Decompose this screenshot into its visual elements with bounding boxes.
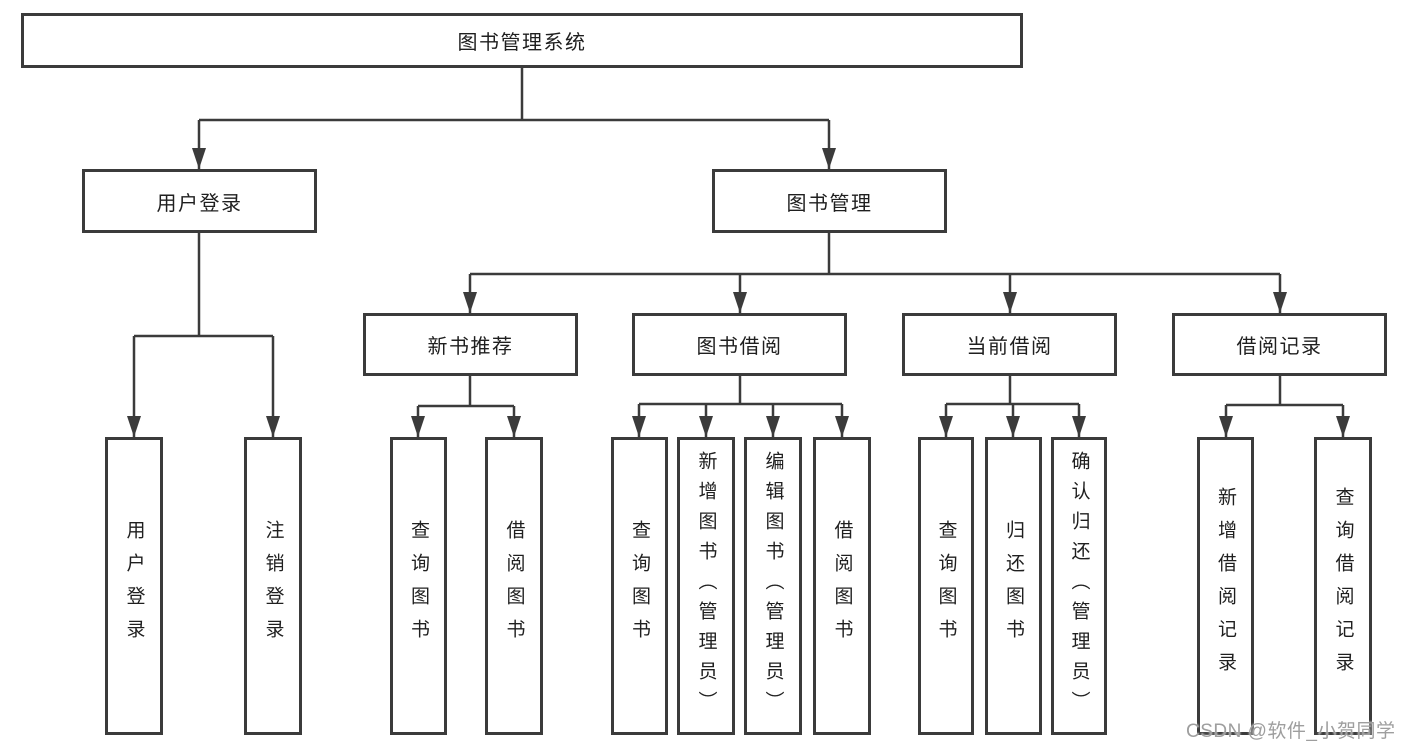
leaf-confirm-return-admin: 确认归还（管理员） — [1051, 437, 1107, 735]
leaf-add-borrow-record: 新增借阅记录 — [1197, 437, 1254, 735]
node-book-management: 图书管理 — [712, 169, 947, 233]
node-label: 图书借阅 — [696, 336, 783, 358]
node-user-login: 用户登录 — [82, 169, 317, 233]
node-label: 图书管理系统 — [457, 32, 587, 54]
leaf-borrow-book-recommend: 借阅图书 — [485, 437, 543, 735]
node-label: 用户登录 — [156, 192, 243, 215]
node-label: 图书管理 — [786, 192, 873, 215]
leaf-logout: 注销登录 — [244, 437, 302, 735]
leaf-query-book-current: 查询图书 — [918, 437, 974, 735]
node-book-borrow: 图书借阅 — [632, 313, 847, 376]
leaf-label: 查询借阅记录 — [1332, 487, 1354, 685]
leaf-edit-book-admin: 编辑图书（管理员） — [744, 437, 802, 735]
csdn-watermark: CSDN @软件_小贺同学 — [1186, 721, 1396, 742]
leaf-label: 确认归还（管理员） — [1068, 451, 1090, 721]
leaf-query-book-recommend: 查询图书 — [390, 437, 447, 735]
node-label: 借阅记录 — [1236, 336, 1323, 358]
leaf-label: 查询图书 — [935, 520, 957, 652]
connector-new-book-recommend-branch — [411, 376, 521, 437]
leaf-label: 新增借阅记录 — [1215, 487, 1236, 685]
node-label: 当前借阅 — [966, 336, 1053, 358]
node-root-library-system: 图书管理系统 — [21, 13, 1023, 68]
node-borrow-records: 借阅记录 — [1172, 313, 1387, 376]
leaf-label: 用户登录 — [123, 520, 145, 652]
leaf-borrow-book: 借阅图书 — [813, 437, 871, 735]
leaf-label: 查询图书 — [408, 520, 429, 652]
node-new-book-recommend: 新书推荐 — [363, 313, 578, 376]
leaf-label: 借阅图书 — [503, 520, 525, 652]
leaf-label: 查询图书 — [629, 520, 650, 652]
leaf-user-login: 用户登录 — [105, 437, 163, 735]
leaf-return-book: 归还图书 — [985, 437, 1042, 735]
leaf-label: 归还图书 — [1003, 520, 1024, 652]
connector-user-login-branch — [127, 233, 280, 437]
node-label: 新书推荐 — [427, 336, 514, 358]
leaf-query-borrow-record: 查询借阅记录 — [1314, 437, 1372, 735]
leaf-label: 借阅图书 — [831, 520, 853, 652]
leaf-query-book-borrow: 查询图书 — [611, 437, 668, 735]
connector-book-management-branch — [463, 233, 1287, 313]
leaf-label: 注销登录 — [262, 520, 284, 652]
connector-book-borrow-branch — [632, 376, 849, 437]
connector-current-borrow-branch — [939, 376, 1086, 437]
leaf-label: 编辑图书（管理员） — [762, 451, 784, 721]
leaf-add-book-admin: 新增图书（管理员） — [677, 437, 735, 735]
node-current-borrow: 当前借阅 — [902, 313, 1117, 376]
connector-borrow-records-branch — [1219, 376, 1350, 437]
leaf-label: 新增图书（管理员） — [695, 451, 717, 721]
connector-root-to-level2 — [192, 68, 836, 169]
